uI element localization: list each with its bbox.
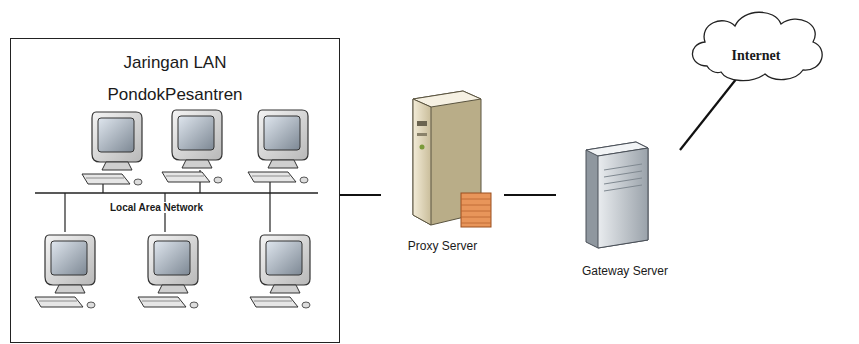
cloud-label: Internet [685, 48, 827, 64]
bus-label: Local Area Network [108, 202, 205, 213]
gateway-server-icon [556, 140, 686, 285]
proxy-server: Proxy Server [381, 85, 504, 265]
network-link [340, 194, 381, 196]
network-link [680, 78, 737, 150]
internet-cloud: Internet [685, 4, 827, 84]
lan-region: Jaringan LAN PondokPesantren [10, 38, 340, 343]
region-title: Jaringan LAN PondokPesantren [80, 47, 270, 111]
network-link [504, 194, 556, 196]
proxy-server-icon [381, 85, 496, 265]
device-label: Proxy Server [381, 239, 504, 253]
device-label: Gateway Server [556, 264, 694, 278]
cloud-shape [685, 4, 827, 84]
gateway-server: Gateway Server [556, 140, 694, 285]
